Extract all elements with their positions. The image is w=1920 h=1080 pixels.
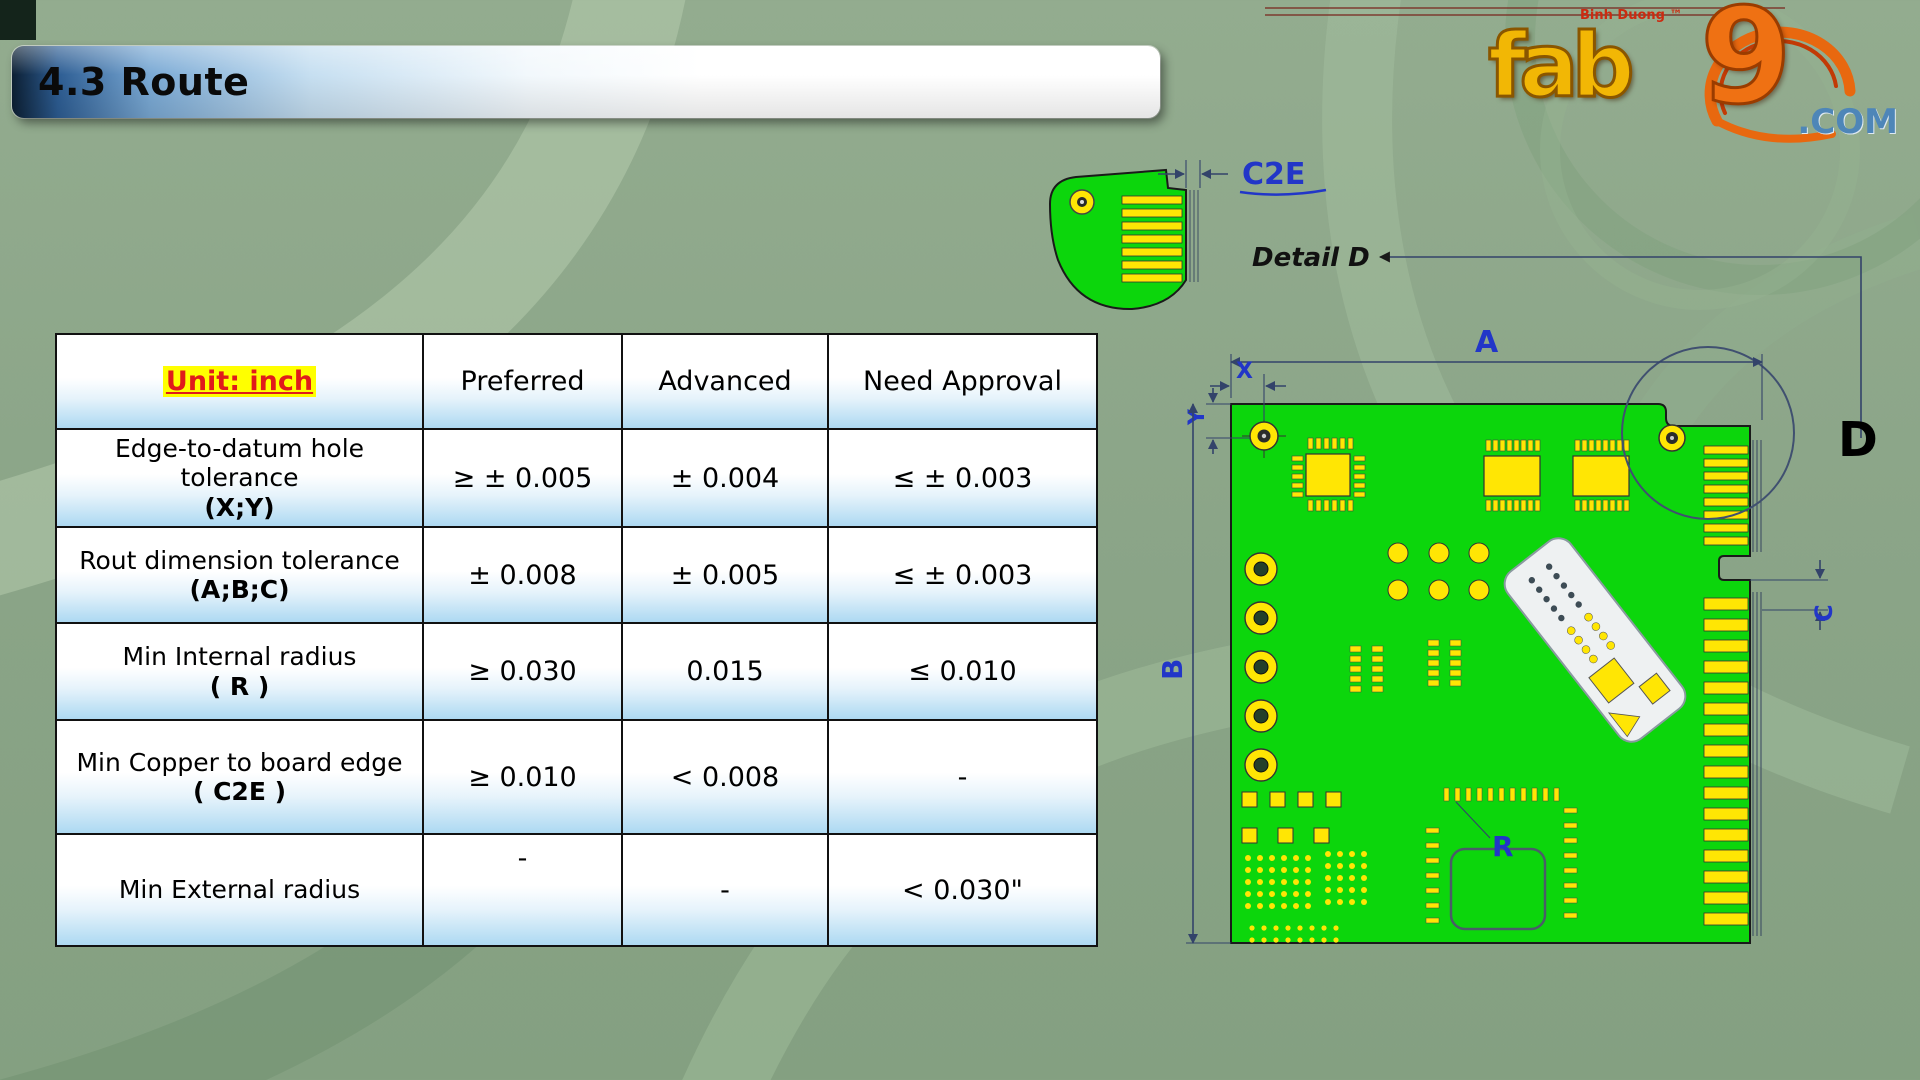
logo-brand-text: fab <box>1487 13 1637 119</box>
ic-pad <box>1483 455 1541 497</box>
unit-chip: Unit: inch <box>162 366 317 397</box>
value-approval: - <box>827 719 1098 835</box>
row-label-cell: Rout dimension tolerance (A;B;C) <box>55 526 424 624</box>
slide-title-bar: 4.3 Route <box>12 46 1160 118</box>
header-unit: Unit: inch <box>55 333 424 430</box>
page-title: 4.3 Route <box>38 60 250 104</box>
pcb-board <box>1230 403 1762 944</box>
value-advanced: ± 0.004 <box>621 428 829 528</box>
value-approval: < 0.030" <box>827 833 1098 947</box>
row-label-cell: Min Internal radius ( R ) <box>55 622 424 721</box>
row-label-cell: Min Copper to board edge ( C2E ) <box>55 719 424 835</box>
dim-label-c: C <box>1810 604 1838 622</box>
value-approval: ≤ ± 0.003 <box>827 428 1098 528</box>
value-advanced: - <box>621 833 829 947</box>
row-label: Edge-to-datum hole tolerance <box>114 433 365 493</box>
table-row: Min External radius - - < 0.030" <box>55 833 1098 947</box>
dim-label-b: B <box>1156 659 1189 680</box>
table-header-row: Unit: inch Preferred Advanced Need Appro… <box>55 333 1098 430</box>
logo-digit: 9 <box>1699 0 1794 136</box>
edge-plating-lines <box>1752 440 1762 936</box>
detail-mount-hole-pin <box>1080 200 1084 204</box>
row-sublabel: ( C2E ) <box>192 777 287 806</box>
table-row: Min Copper to board edge ( C2E ) ≥ 0.010… <box>55 719 1098 835</box>
header-advanced: Advanced <box>621 333 829 430</box>
dim-label-r: R <box>1492 830 1514 863</box>
edge-fingers-top <box>1703 445 1749 546</box>
edge-fingers-bottom <box>1703 597 1749 926</box>
row-sublabel: (A;B;C) <box>189 575 290 604</box>
detail-d-leader-line <box>1378 251 1862 438</box>
dim-label-x: X <box>1236 359 1253 384</box>
ic-fringe-pads <box>1291 437 1630 512</box>
route-spec-table: Unit: inch Preferred Advanced Need Appro… <box>55 333 1098 947</box>
header-approval: Need Approval <box>827 333 1098 430</box>
row-sublabel: ( R ) <box>209 671 270 701</box>
value-preferred: ≥ 0.030 <box>422 622 623 721</box>
logo-swirl-icon <box>1704 26 1856 143</box>
via-dots <box>1387 542 1490 601</box>
c2e-underline <box>1239 188 1327 196</box>
corner-decoration <box>0 0 36 40</box>
small-pads <box>1241 791 1342 844</box>
fab9-logo: Binh Duong ™ fab 9 .COM <box>1482 0 1902 146</box>
value-preferred: ± 0.008 <box>422 526 623 624</box>
top-decoration-line <box>1265 7 1785 9</box>
ic-pad <box>1305 453 1351 497</box>
value-approval: ≤ 0.010 <box>827 622 1098 721</box>
detail-connector-fingers <box>1121 190 1199 283</box>
pcb-route-diagram: C2E Detail D <box>1020 140 1900 960</box>
row-label-cell: Edge-to-datum hole tolerance (X;Y) <box>55 428 424 528</box>
row-sublabel: (X;Y) <box>204 492 275 522</box>
board-outline <box>1230 403 1751 944</box>
plated-through-holes <box>1244 552 1278 782</box>
routed-pocket <box>1449 847 1547 931</box>
row-label: Min External radius <box>118 875 361 905</box>
connector-dots <box>1528 563 1615 664</box>
dimension-annotations: D A X Y B C R <box>1156 325 1878 944</box>
detail-d-view: C2E Detail D <box>1048 157 1862 438</box>
c2e-label: C2E <box>1242 157 1305 192</box>
detail-d-label: Detail D <box>1252 243 1370 273</box>
swoosh-ring <box>1540 0 1860 310</box>
mount-hole-top-right <box>1658 424 1686 452</box>
pocket-perimeter-pads <box>1425 787 1578 924</box>
row-label-cell: Min External radius <box>55 833 424 947</box>
header-preferred: Preferred <box>422 333 623 430</box>
table-row: Min Internal radius ( R ) ≥ 0.030 0.015 … <box>55 622 1098 721</box>
passive-pad-clusters <box>1349 639 1462 693</box>
dim-label-d: D <box>1838 412 1878 468</box>
logo-suffix: .COM <box>1797 102 1898 142</box>
dim-label-y: Y <box>1185 408 1210 426</box>
table-row: Rout dimension tolerance (A;B;C) ± 0.008… <box>55 526 1098 624</box>
top-decoration-line <box>1265 14 1735 16</box>
value-advanced: < 0.008 <box>621 719 829 835</box>
value-preferred: - <box>422 833 623 947</box>
ic-pad <box>1572 455 1630 497</box>
value-preferred: ≥ ± 0.005 <box>422 428 623 528</box>
detail-d-circle <box>1621 346 1795 520</box>
logo-tagline: Binh Duong ™ <box>1580 8 1683 23</box>
row-label: Min Internal radius <box>122 642 357 671</box>
value-advanced: 0.015 <box>621 622 829 721</box>
mount-hole-top-left <box>1242 414 1286 458</box>
small-via-grids <box>1245 851 1367 943</box>
value-preferred: ≥ 0.010 <box>422 719 623 835</box>
angled-connector <box>1503 537 1687 743</box>
r-leader-line <box>1455 801 1491 839</box>
row-label: Min Copper to board edge <box>76 747 403 777</box>
row-label: Rout dimension tolerance <box>79 545 400 575</box>
swoosh-ring <box>1505 0 1920 295</box>
value-approval: ≤ ± 0.003 <box>827 526 1098 624</box>
table-row: Edge-to-datum hole tolerance (X;Y) ≥ ± 0… <box>55 428 1098 528</box>
dim-label-a: A <box>1475 325 1499 360</box>
value-advanced: ± 0.005 <box>621 526 829 624</box>
